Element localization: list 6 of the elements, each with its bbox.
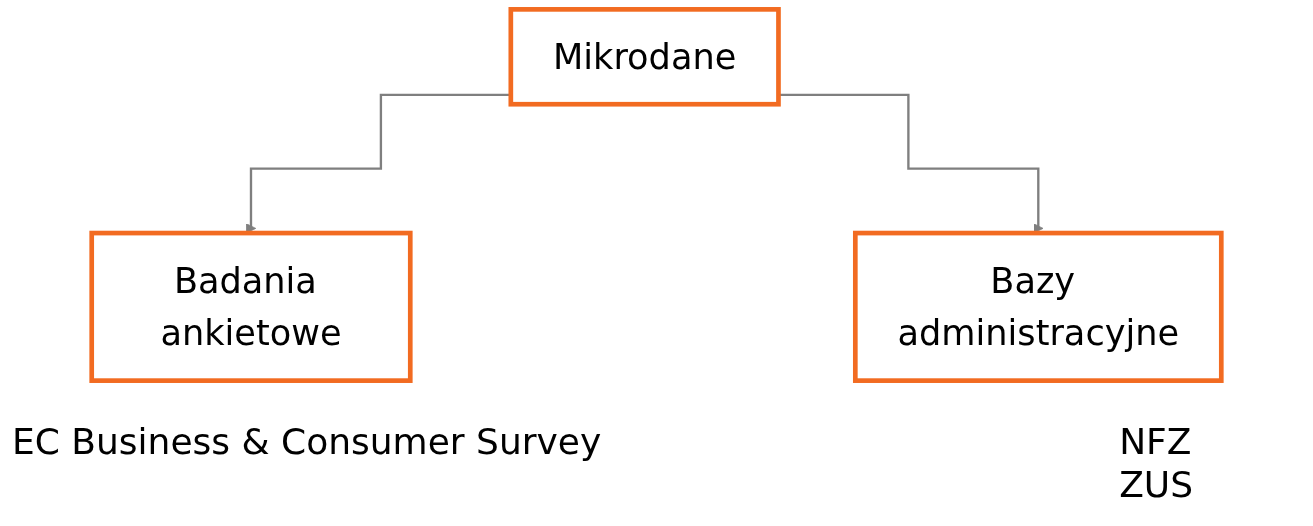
node-box: Badania ankietowe	[89, 230, 413, 383]
note-text: EC Business & Consumer Survey	[12, 420, 602, 464]
node-box: Bazy administracyjne	[853, 230, 1224, 383]
note-text: NFZ	[1119, 420, 1193, 464]
note-text: ZUS	[1119, 463, 1193, 507]
node-box: Mikrodane	[508, 7, 781, 107]
